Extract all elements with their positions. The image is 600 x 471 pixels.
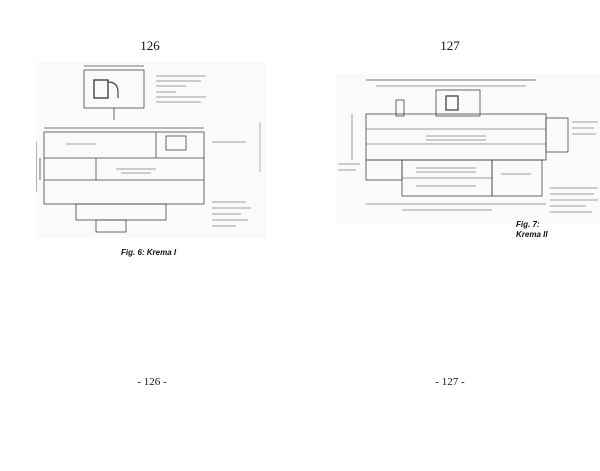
page-footer-number: - 127 - [435,376,465,388]
figure-caption-line-2: Krema II [516,230,548,239]
krema-i-floorplan-drawing [35,65,261,233]
page-header-number: 126 [140,38,160,53]
figure-caption: Fig. 7: Krema II [516,220,548,240]
right-page: 127 [300,0,600,471]
left-page: 126 [35,38,266,388]
page-header-number: 127 [440,38,460,53]
krema-ii-blueprint [336,74,600,224]
page-footer-number: - 126 - [137,376,167,388]
figure-caption-line-1: Fig. 7: [516,220,540,229]
krema-i-blueprint [35,62,266,238]
krema-ii-floorplan-drawing [338,79,598,213]
figure-caption: Fig. 6: Krema I [121,248,177,257]
